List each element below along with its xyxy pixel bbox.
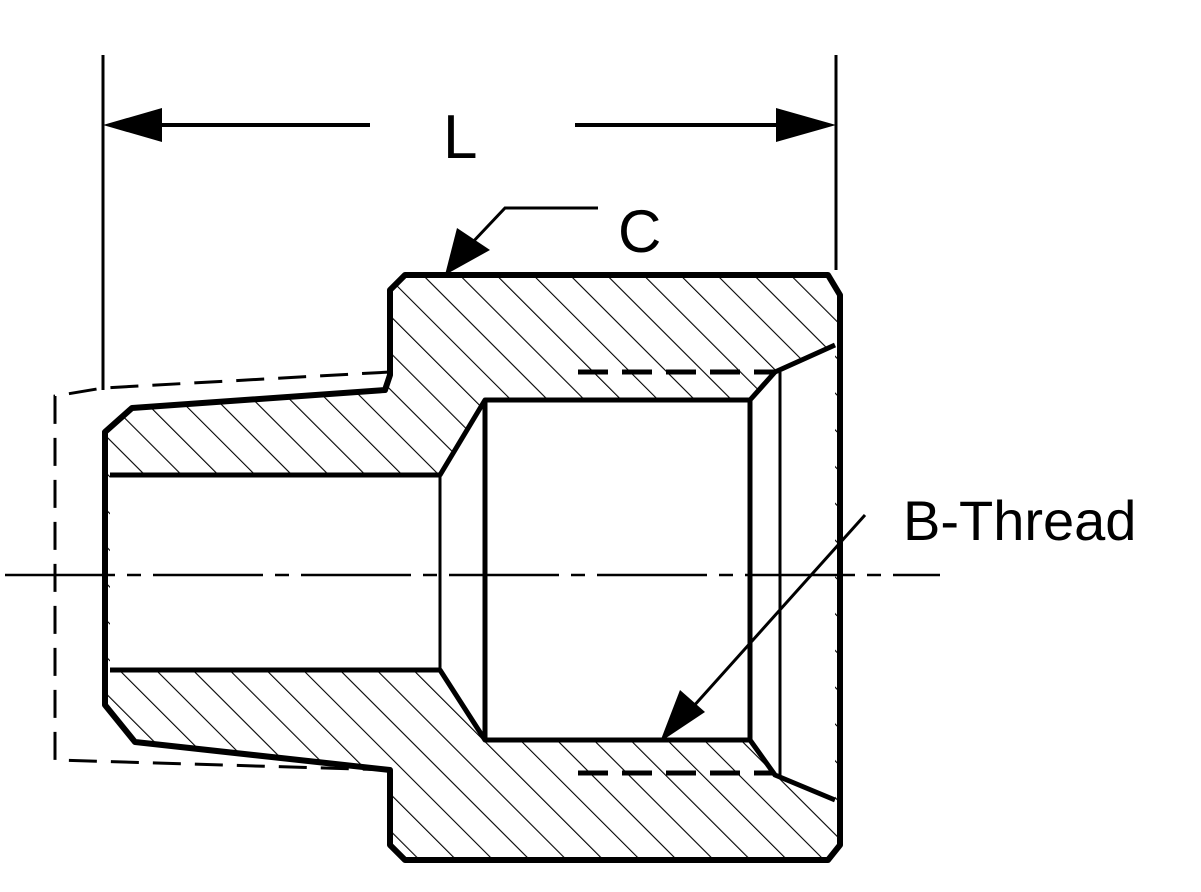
thread-label: B-Thread xyxy=(903,489,1136,552)
bore-outline xyxy=(110,342,837,803)
phantom-outline xyxy=(53,370,391,772)
length-label: L xyxy=(443,103,477,172)
chamfer-label: C xyxy=(618,198,661,265)
thread-arrowhead-icon xyxy=(660,690,705,742)
fitting-bore xyxy=(110,345,835,800)
thread-callout: B-Thread xyxy=(660,489,1136,742)
length-dimension: L xyxy=(103,103,836,172)
chamfer-arrowhead-icon xyxy=(445,228,490,275)
left-arrowhead-icon xyxy=(103,108,162,142)
right-arrowhead-icon xyxy=(776,108,836,142)
chamfer-callout: C xyxy=(445,198,661,275)
